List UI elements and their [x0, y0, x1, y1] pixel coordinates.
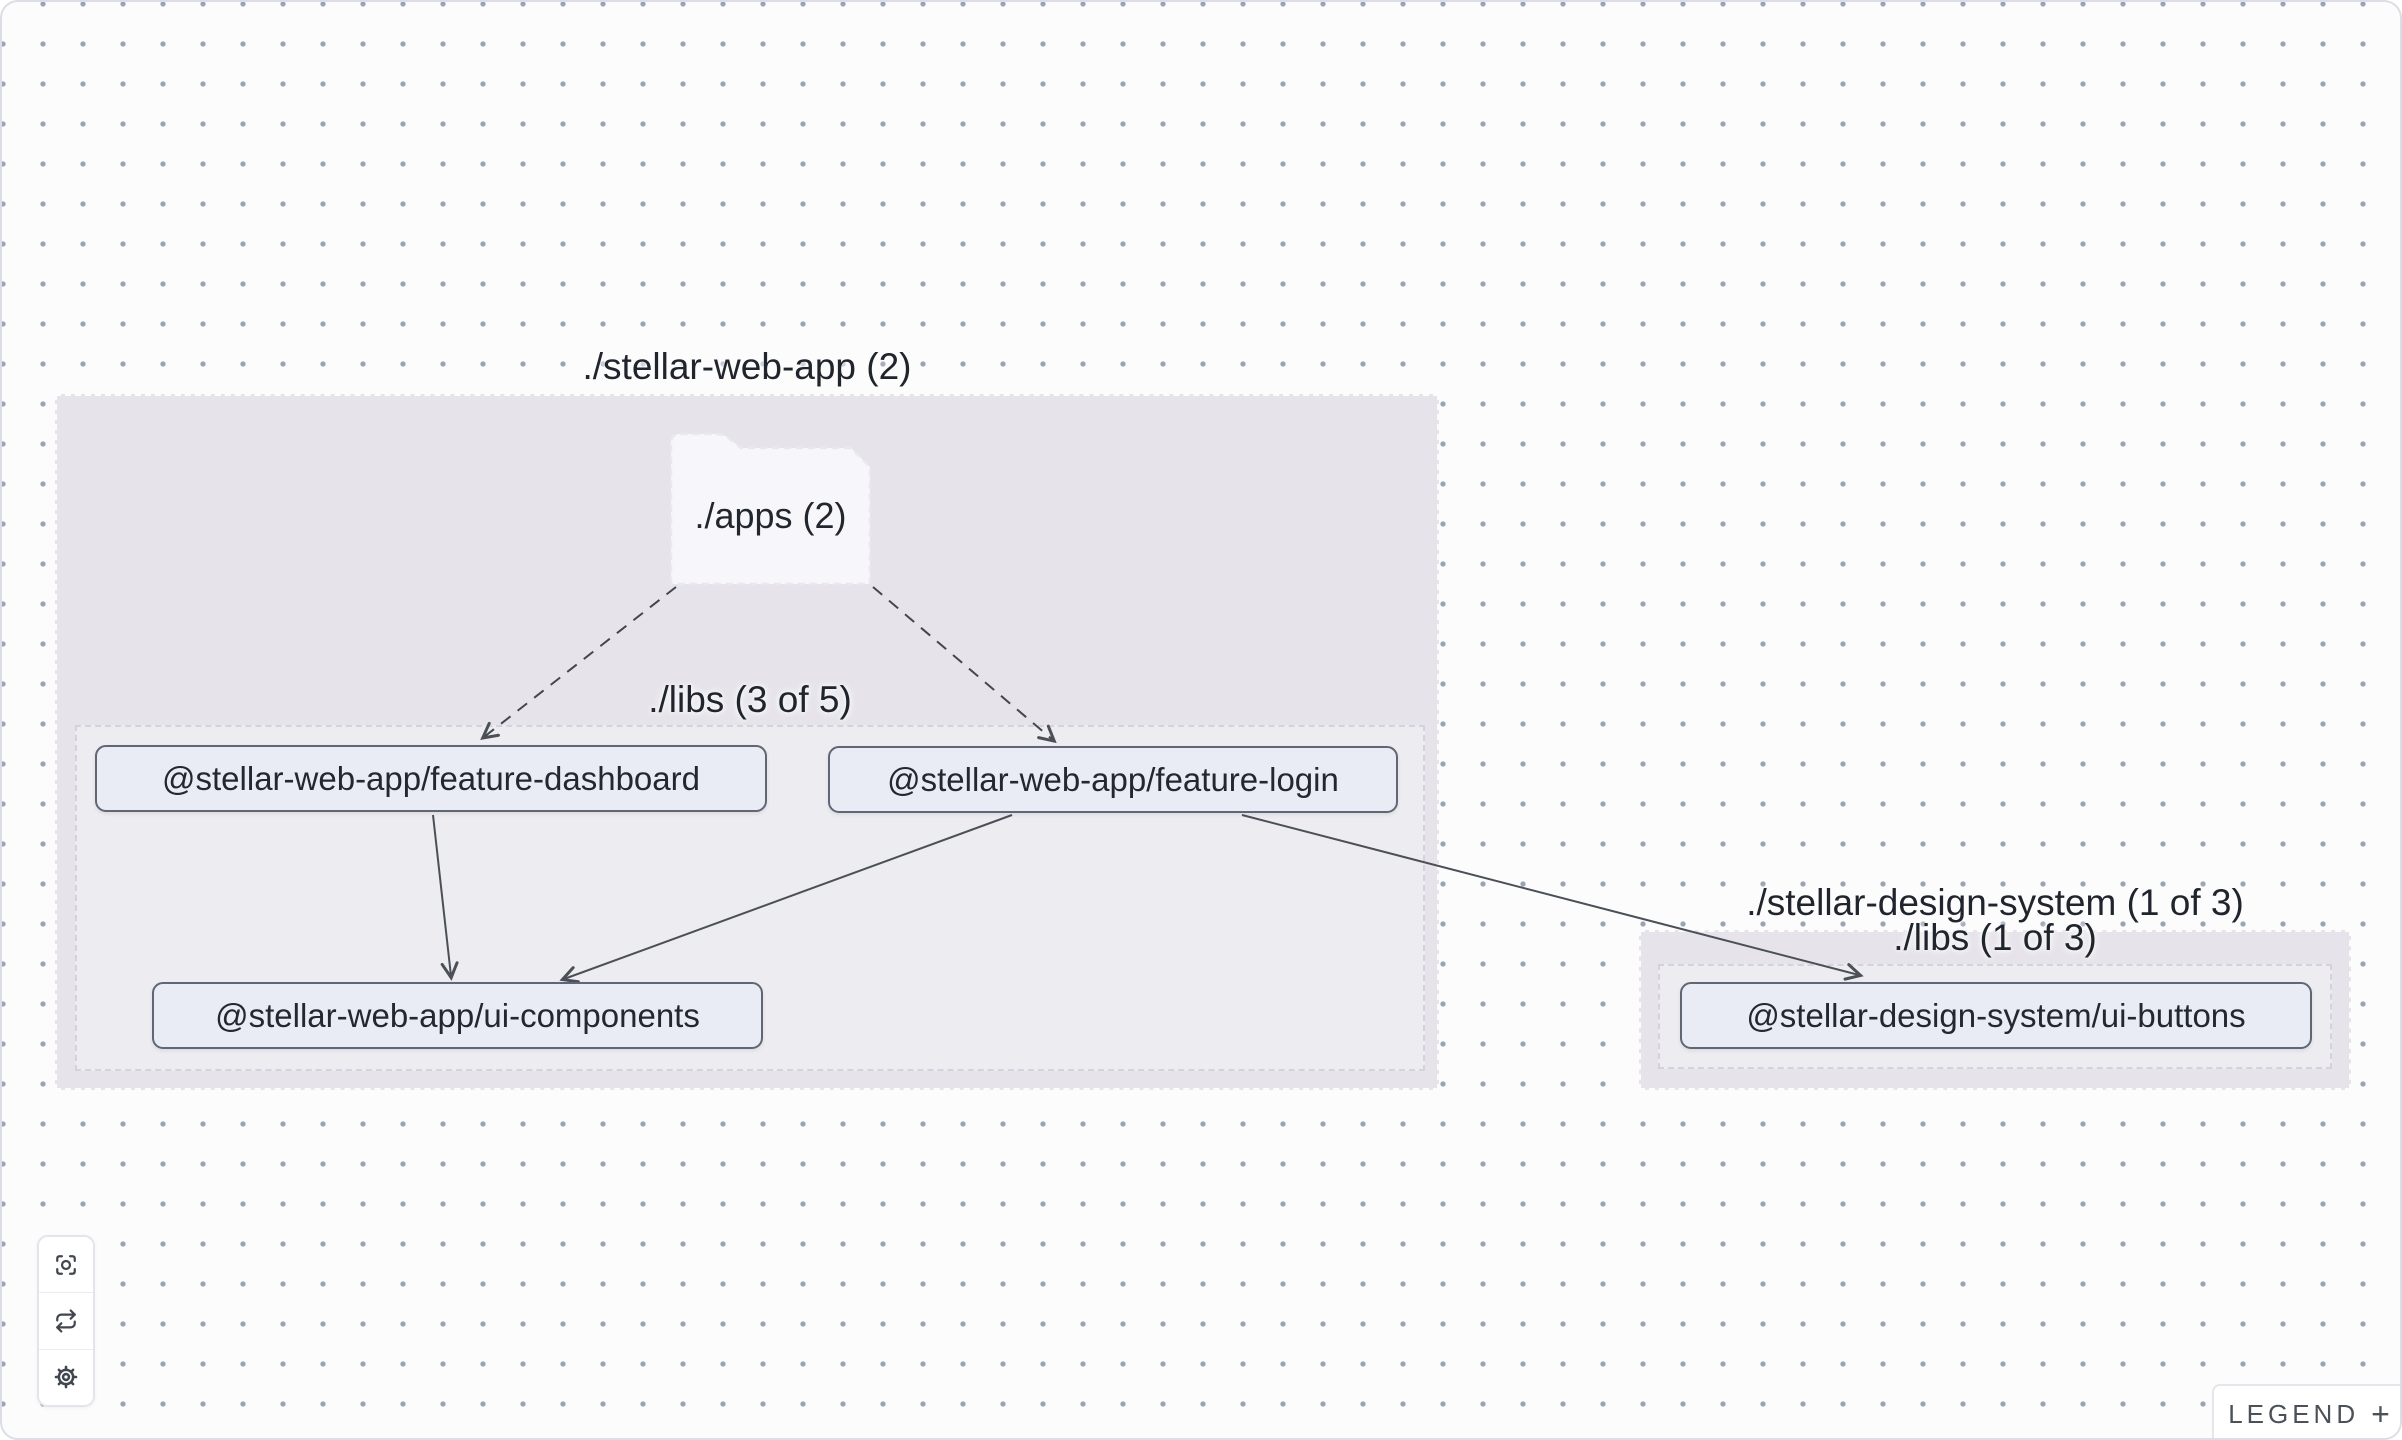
node-ui-buttons[interactable]: @stellar-design-system/ui-buttons: [1680, 982, 2312, 1049]
refresh-button[interactable]: [39, 1293, 93, 1350]
plus-icon: +: [2371, 1395, 2390, 1432]
legend-toggle-button[interactable]: LEGEND +: [2212, 1384, 2400, 1438]
legend-label: LEGEND: [2228, 1398, 2360, 1429]
group-label-stellar-web-app: ./stellar-web-app (2): [582, 346, 912, 387]
settings-button[interactable]: [39, 1349, 93, 1405]
node-feature-login[interactable]: @stellar-web-app/feature-login: [828, 746, 1398, 813]
focus-icon: [56, 1254, 76, 1275]
refresh-icon: [56, 1309, 76, 1333]
folder-node-apps[interactable]: ./apps (2): [694, 495, 847, 536]
group-label-stellar-design-system: ./stellar-design-system (1 of 3): [1746, 882, 2244, 923]
focus-button[interactable]: [39, 1237, 93, 1294]
graph-controls-toolbar: [37, 1235, 95, 1407]
node-ui-components[interactable]: @stellar-web-app/ui-components: [152, 982, 763, 1049]
node-feature-dashboard[interactable]: @stellar-web-app/feature-dashboard: [95, 745, 767, 812]
settings-icon: [54, 1365, 78, 1389]
